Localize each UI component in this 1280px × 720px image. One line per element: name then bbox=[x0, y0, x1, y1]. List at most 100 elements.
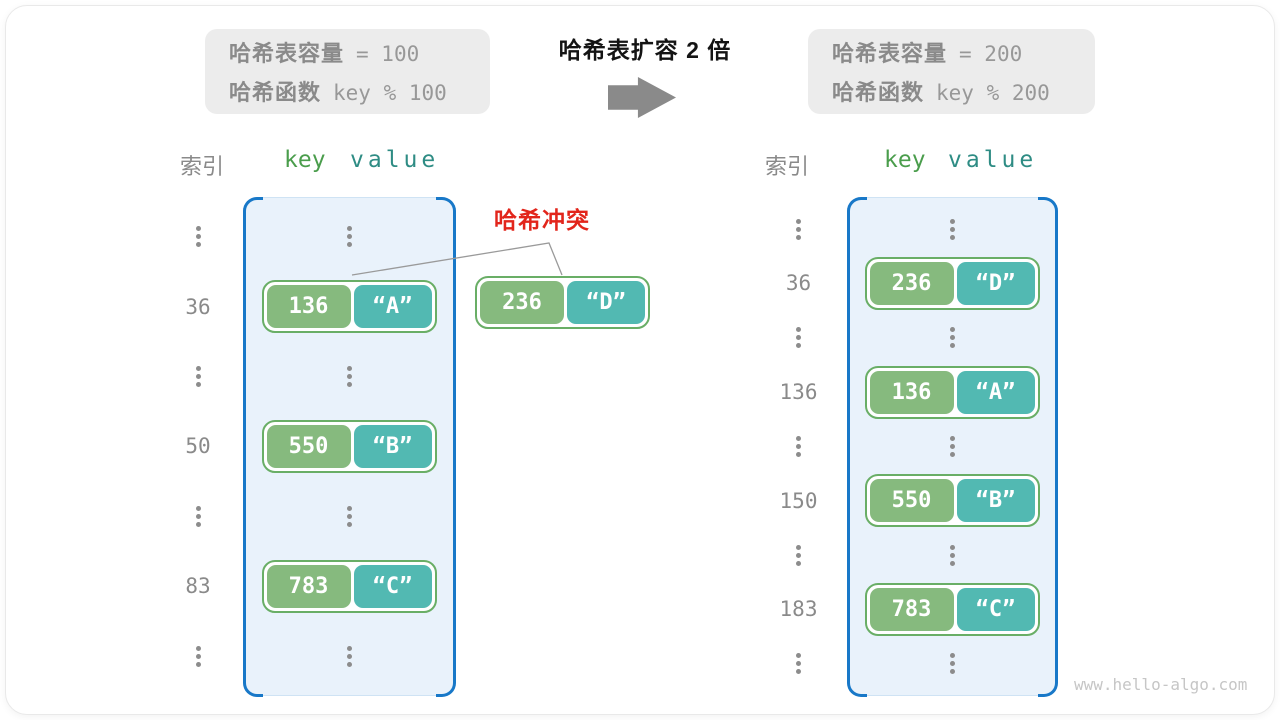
key-value-pair: 783“C” bbox=[864, 582, 1040, 636]
value-cell: “D” bbox=[956, 261, 1035, 305]
vertical-ellipsis-icon bbox=[949, 653, 955, 675]
vertical-ellipsis-icon bbox=[346, 645, 352, 667]
key-value-pair: 550“B” bbox=[864, 474, 1040, 528]
dot bbox=[949, 327, 955, 333]
hash-function-line: 哈希函数 key % 200 bbox=[832, 75, 1071, 107]
dot bbox=[949, 544, 955, 550]
key-cell: 236 bbox=[869, 261, 954, 305]
dot bbox=[796, 552, 801, 558]
dot bbox=[195, 521, 201, 527]
bucket-ellipsis bbox=[243, 202, 455, 272]
bucket-ellipsis bbox=[847, 637, 1057, 691]
index-ellipsis bbox=[750, 311, 847, 365]
dot bbox=[796, 544, 801, 550]
dot bbox=[346, 505, 352, 511]
index-ellipsis bbox=[153, 481, 243, 551]
dot bbox=[796, 435, 801, 441]
index-label: 36 bbox=[185, 294, 211, 319]
vertical-ellipsis-icon bbox=[796, 327, 801, 349]
dot bbox=[949, 443, 955, 449]
vertical-ellipsis-icon bbox=[195, 226, 201, 248]
value-cell: “C” bbox=[956, 587, 1035, 631]
key-value-pair: 136“A” bbox=[864, 365, 1040, 419]
dot bbox=[949, 560, 955, 566]
capacity-label: 哈希表容量 bbox=[832, 41, 948, 66]
dot bbox=[195, 374, 201, 380]
dot bbox=[346, 366, 352, 372]
value-cell: “B” bbox=[956, 479, 1035, 523]
key-value-pair: 136“A” bbox=[261, 280, 437, 334]
vertical-ellipsis-icon bbox=[346, 226, 352, 248]
before-index-header: 索引 bbox=[180, 154, 225, 179]
dot bbox=[796, 343, 801, 349]
bucket-ellipsis bbox=[243, 621, 455, 691]
dot bbox=[949, 218, 955, 224]
dot bbox=[195, 513, 201, 519]
dot bbox=[796, 226, 801, 232]
dot bbox=[346, 374, 352, 380]
bucket-ellipsis bbox=[847, 419, 1057, 473]
index-label: 36 bbox=[785, 271, 812, 296]
vertical-ellipsis-icon bbox=[346, 505, 352, 527]
dot bbox=[796, 560, 801, 566]
dot bbox=[796, 653, 801, 659]
dot bbox=[949, 451, 955, 457]
hash-function-label: 哈希函数 bbox=[229, 80, 322, 105]
value-cell: “C” bbox=[353, 564, 432, 608]
key-cell: 783 bbox=[266, 564, 351, 608]
dot bbox=[195, 366, 201, 372]
vertical-ellipsis-icon bbox=[796, 218, 801, 240]
dot bbox=[346, 382, 352, 388]
dot bbox=[949, 669, 955, 675]
index-label: 83 bbox=[185, 574, 211, 599]
hash-collision-label: 哈希冲突 bbox=[494, 207, 590, 233]
after-info-box: 哈希表容量 = 200 哈希函数 key % 200 bbox=[808, 29, 1095, 114]
bucket-ellipsis bbox=[847, 311, 1057, 365]
bucket-slot: 550“B” bbox=[847, 474, 1057, 528]
capacity-value: = 100 bbox=[356, 42, 420, 66]
vertical-ellipsis-icon bbox=[796, 653, 801, 675]
key-cell: 236 bbox=[480, 281, 564, 324]
dot bbox=[796, 327, 801, 333]
hash-function-value: key % 100 bbox=[333, 81, 447, 105]
dot bbox=[796, 443, 801, 449]
index-ellipsis bbox=[750, 528, 847, 582]
dot bbox=[346, 513, 352, 519]
after-value-header: value bbox=[948, 147, 1038, 173]
vertical-ellipsis-icon bbox=[796, 544, 801, 566]
hash-function-label: 哈希函数 bbox=[832, 80, 925, 105]
bucket-ellipsis bbox=[243, 481, 455, 551]
figure-title: 哈希表扩容 2 倍 bbox=[558, 37, 732, 63]
before-info-box: 哈希表容量 = 100 哈希函数 key % 100 bbox=[205, 29, 490, 114]
after-key-header: key bbox=[884, 147, 926, 173]
vertical-ellipsis-icon bbox=[949, 544, 955, 566]
dot bbox=[949, 552, 955, 558]
vertical-ellipsis-icon bbox=[949, 327, 955, 349]
bucket-slot: 550“B” bbox=[243, 412, 455, 482]
dot bbox=[949, 435, 955, 441]
key-cell: 550 bbox=[869, 479, 954, 523]
dot bbox=[195, 653, 201, 659]
index-label: 150 bbox=[779, 488, 818, 513]
dot bbox=[195, 645, 201, 651]
capacity-label: 哈希表容量 bbox=[229, 41, 345, 66]
bucket-ellipsis bbox=[847, 202, 1057, 256]
bucket-slot: 783“C” bbox=[243, 551, 455, 621]
dot bbox=[346, 242, 352, 248]
vertical-ellipsis-icon bbox=[796, 435, 801, 457]
index-ellipsis bbox=[750, 419, 847, 473]
index-ellipsis bbox=[153, 342, 243, 412]
dot bbox=[195, 234, 201, 240]
key-value-pair: 236“D” bbox=[864, 256, 1040, 310]
index-label: 183 bbox=[779, 597, 818, 622]
dot bbox=[346, 653, 352, 659]
capacity-line: 哈希表容量 = 100 bbox=[229, 36, 466, 68]
vertical-ellipsis-icon bbox=[195, 366, 201, 388]
key-value-pair: 550“B” bbox=[261, 419, 437, 473]
vertical-ellipsis-icon bbox=[195, 505, 201, 527]
before-value-header: value bbox=[350, 147, 440, 173]
